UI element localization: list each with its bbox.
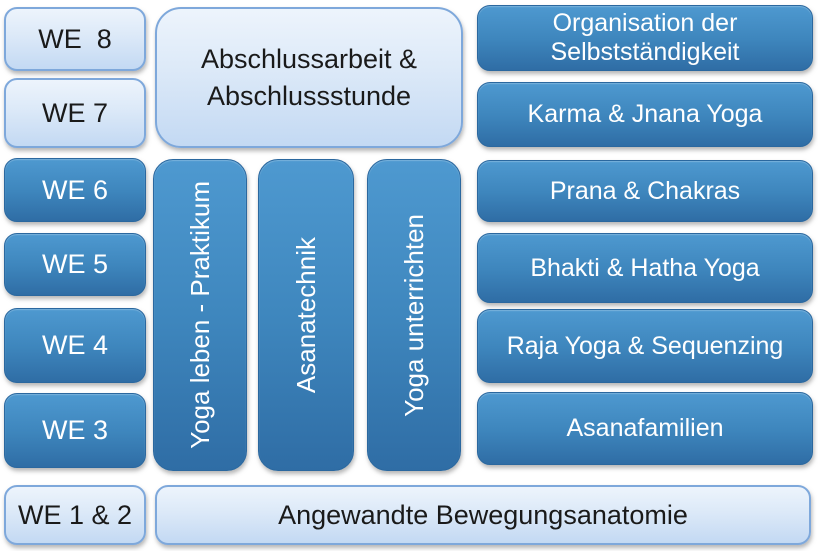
track-label-asanatechnik: Asanatechnik <box>290 236 321 394</box>
weekend-block-we7: WE 7 <box>4 78 146 148</box>
weekend-label-we6: WE 6 <box>41 174 108 205</box>
topic-label-raja-sequenzing: Raja Yoga & Sequenzing <box>506 331 784 360</box>
topic-organisation-selbststaendigkeit: Organisation der Selbstständigkeit <box>477 5 813 71</box>
weekend-block-we6: WE 6 <box>4 158 146 222</box>
track-asanatechnik: Asanatechnik <box>258 159 354 471</box>
track-label-yoga-leben-praktikum: Yoga leben - Praktikum <box>184 181 215 449</box>
final-block: Abschlussarbeit & Abschlussstunde <box>155 7 463 148</box>
topic-bhakti-hatha-yoga: Bhakti & Hatha Yoga <box>477 233 813 303</box>
weekend-block-we1-2: WE 1 & 2 <box>4 485 146 545</box>
foundation-block: Angewandte Bewegungsanatomie <box>155 485 811 545</box>
topic-label-prana-chakras: Prana & Chakras <box>549 176 741 205</box>
topic-karma-jnana-yoga: Karma & Jnana Yoga <box>477 82 813 147</box>
topic-raja-yoga-sequenzing: Raja Yoga & Sequenzing <box>477 309 813 383</box>
topic-label-karma-jnana: Karma & Jnana Yoga <box>527 100 763 129</box>
weekend-block-we5: WE 5 <box>4 233 146 296</box>
topic-prana-chakras: Prana & Chakras <box>477 160 813 222</box>
topic-label-asanafamilien: Asanafamilien <box>566 414 724 443</box>
topic-asanafamilien: Asanafamilien <box>477 392 813 465</box>
weekend-label-we5: WE 5 <box>41 249 108 279</box>
weekend-label-we7: WE 7 <box>41 97 108 128</box>
weekend-block-we4: WE 4 <box>4 308 146 383</box>
weekend-label-we8: WE 8 <box>38 23 112 54</box>
topic-label-organisation: Organisation der Selbstständigkeit <box>550 9 740 66</box>
track-yoga-unterrichten: Yoga unterrichten <box>367 159 461 471</box>
weekend-label-we3: WE 3 <box>41 415 108 445</box>
weekend-label-we1-2: WE 1 & 2 <box>17 499 133 530</box>
topic-label-bhakti-hatha: Bhakti & Hatha Yoga <box>530 253 760 282</box>
weekend-label-we4: WE 4 <box>41 330 108 360</box>
track-yoga-leben-praktikum: Yoga leben - Praktikum <box>153 159 247 471</box>
track-label-yoga-unterrichten: Yoga unterrichten <box>398 213 429 417</box>
weekend-block-we8: WE 8 <box>4 7 146 71</box>
final-block-label: Abschlussarbeit & Abschlussstunde <box>200 44 418 111</box>
weekend-block-we3: WE 3 <box>4 393 146 468</box>
foundation-block-label: Angewandte Bewegungsanatomie <box>278 499 688 530</box>
